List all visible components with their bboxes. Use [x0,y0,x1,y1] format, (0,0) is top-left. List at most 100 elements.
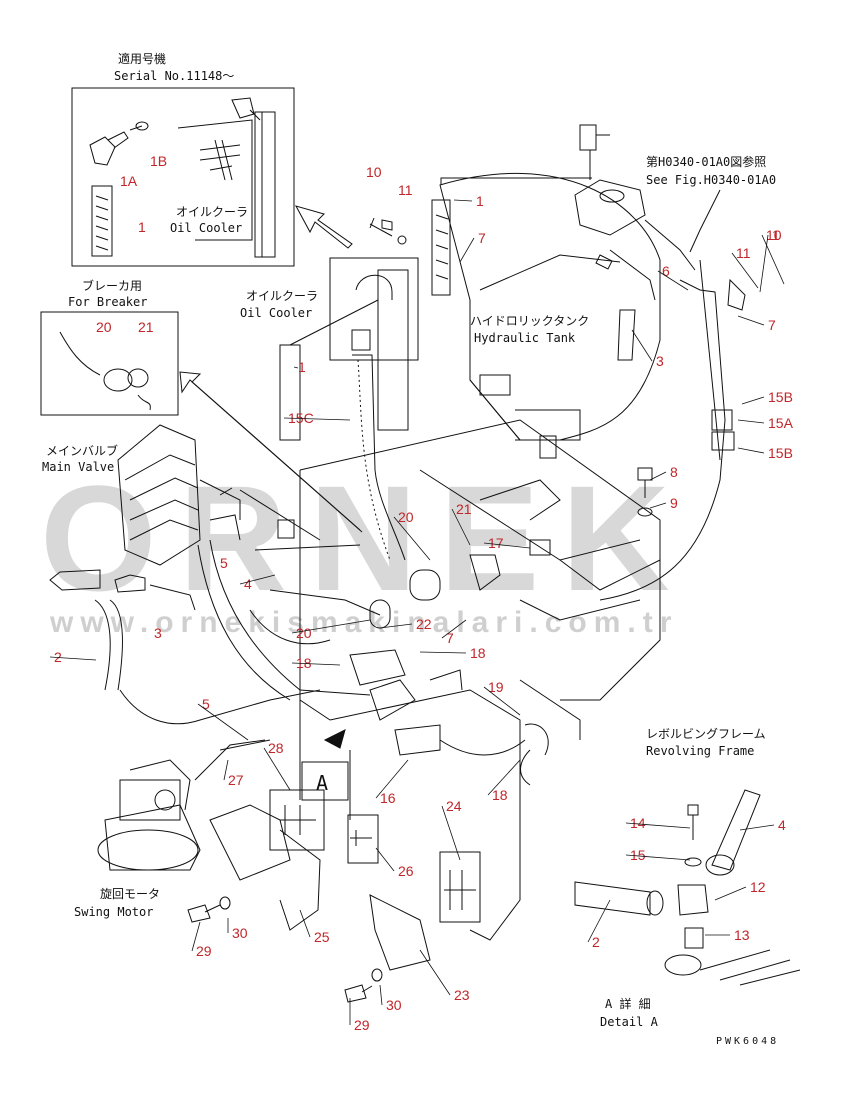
callout-number: 21 [138,319,154,335]
callout-number: 2 [54,649,62,665]
callout-number: 2 [592,934,600,950]
callout-number: 28 [268,740,284,756]
oil-cooler-jp: オイルクーラ [246,289,318,303]
callout-number: 8 [670,464,678,480]
inset-serial-title-en: Serial No.11148～ [114,69,234,83]
drawing-code: PWK6048 [716,1036,779,1047]
detail-a-jp: A 詳 細 [605,996,651,1011]
callout-leader-line [375,759,409,799]
callout-number: 3 [656,353,664,369]
callout-number: 17 [488,535,504,551]
callout-leader-line [649,471,667,481]
inset-serial-frame [71,87,295,267]
callout-number: 15B [768,445,793,461]
callout-leader-line [761,234,785,285]
callout-leader-line [631,329,653,362]
callout-number: 12 [750,879,766,895]
callout-number: 20 [296,625,312,641]
callout-number: 18 [470,645,486,661]
see-fig-leader [689,189,721,253]
callout-number: 15A [768,415,794,431]
callout-leader-line [393,516,431,561]
see-fig-en: See Fig.H0340-01A0 [646,173,776,187]
callout-leader-line [239,574,276,585]
callout-leader-line [379,623,413,629]
callout-leader-line [375,847,395,872]
callout-number: 26 [398,863,414,879]
callout-number: 21 [456,501,472,517]
oil-cooler-en: Oil Cooler [240,306,312,320]
callout-leader-line [739,824,775,831]
callout-leader-line [291,662,341,666]
breaker-title-en: For Breaker [68,295,147,309]
callout-leader-line [649,502,667,509]
callout-number: 7 [478,230,486,246]
detail-a [574,789,801,986]
detail-a-en: Detail A [600,1015,659,1029]
callout-number: 7 [446,630,454,646]
callout-number: 4 [778,817,786,833]
callout-leader-line [483,686,521,716]
callout-leader-line [714,886,747,901]
callout-number: 22 [416,616,432,632]
callout-number: 1 [476,193,484,209]
callout-leader-line [731,252,759,289]
callout-number: 30 [386,997,402,1013]
callout-leader-line [459,237,475,263]
callout-leader-line [741,396,765,405]
watermark-url: www.ornekismakinalari.com.tr [49,606,678,639]
callout-number: 24 [446,798,462,814]
callout-leader-line [487,759,521,796]
callout-number: 1A [120,173,138,189]
callout-number: 16 [380,790,396,806]
oil-cooler-assembly [279,177,592,561]
callout-number: 18 [296,655,312,671]
breaker-title-jp: ブレーカ用 [82,278,142,293]
frame-label-en: Revolving Frame [646,744,754,758]
inset-cooler-en: Oil Cooler [170,221,242,235]
callout-leader-line [453,199,473,202]
callout-number: 15B [768,389,793,405]
callout-number: 29 [196,943,212,959]
inset-cooler-jp: オイルクーラ [176,205,248,219]
callout-leader-line [625,822,691,829]
callout-number: 25 [314,929,330,945]
callout-number: 29 [354,1017,370,1033]
swing-motor-jp: 旋回モータ [100,887,160,901]
callout-number: 5 [220,555,228,571]
see-fig-jp: 第H0340-01A0図参照 [646,154,766,169]
pointer-arrows [179,205,363,749]
callout-leader-line [419,651,467,654]
callout-leader-line [379,984,383,1006]
callout-number: 20 [398,509,414,525]
callout-leader-line [441,805,461,861]
callout-leader-line [191,921,201,952]
callout-number: 19 [488,679,504,695]
callout-leader-line [49,656,97,661]
frame-label-jp: レボルビングフレーム [646,727,766,741]
callout-number: 4 [244,576,252,592]
callout-leader-line [291,619,371,634]
callout-leader-line [197,703,249,741]
tank-label-en: Hydraulic Tank [474,331,576,345]
view-a-box [301,761,349,801]
callout-number: 1 [772,227,780,243]
callout-leader-line [263,747,291,791]
callout-number: 11 [398,182,413,198]
tank-label-jp: ハイドロリックタンク [470,314,589,328]
inset-serial-title-jp: 適用号機 [118,51,166,66]
callout-leader-line [587,899,611,943]
callout-number: 15C [288,410,314,426]
fasteners [187,219,653,1003]
callout-number: 5 [202,696,210,712]
callout-leader-line [737,315,765,326]
callout-number: 1 [298,359,306,375]
main-valve [49,424,241,691]
callout-leader-line [483,542,531,549]
callout-number: 14 [630,815,646,831]
callout-number: 20 [96,319,112,335]
oil-cooler-box [329,257,419,361]
callout-leader-line [759,234,769,293]
